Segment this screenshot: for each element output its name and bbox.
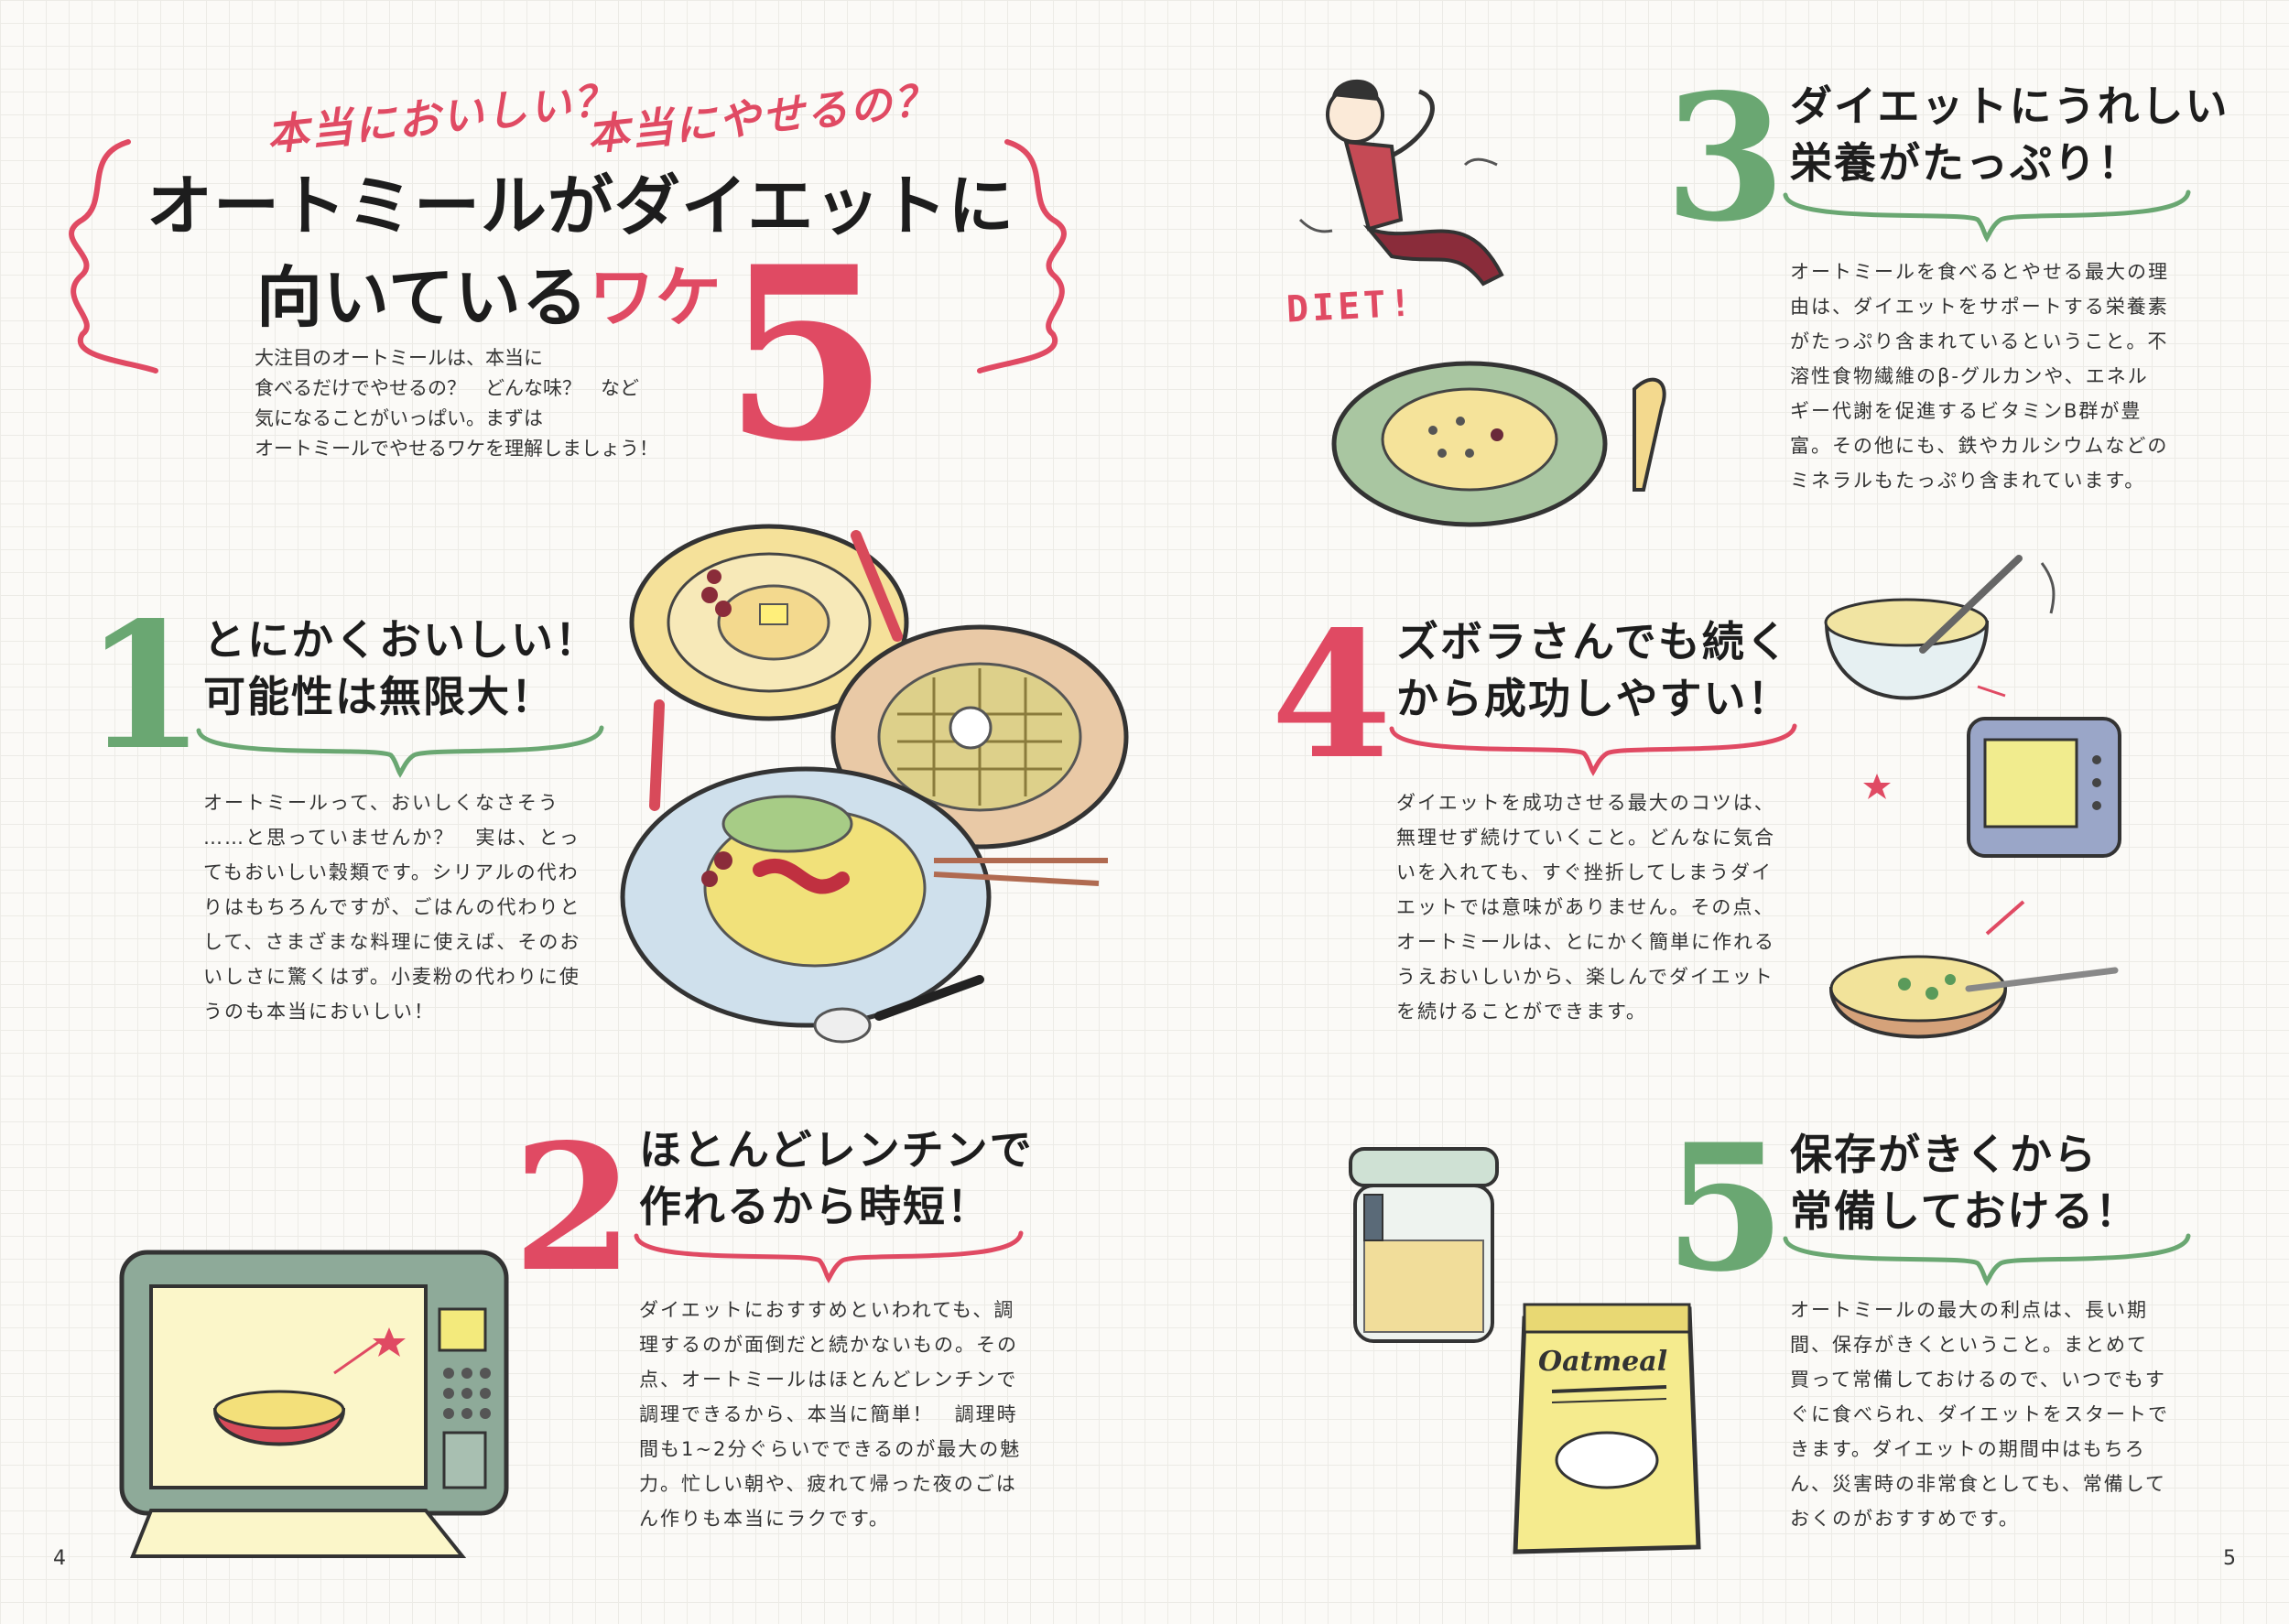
reason-2-heading: ほとんどレンチンで 作れるから時短！ <box>639 1121 1034 1235</box>
reason-3-body-line: ギー代謝を促進するビタミンB群が豊 <box>1790 400 2143 422</box>
reason-4-heading-line: から成功しやすい！ <box>1396 674 1792 723</box>
reason-5-body-line: ぐに食べられ、ダイエットをスタートで <box>1790 1403 2169 1425</box>
reason-4-heading-line: ズボラさんでも続く <box>1396 617 1790 666</box>
reason-2-brace <box>634 1230 1024 1283</box>
reason-2-body-line: 点、オートミールはほとんどレンチンで <box>639 1369 1018 1391</box>
reason-2-body-line: 理するのが面倒だと続かないもの。その <box>639 1334 1018 1356</box>
situp-woman-illustration <box>1298 79 1504 287</box>
page-number-left: 4 <box>53 1547 66 1570</box>
oatmeal-dishes-illustration <box>620 524 1129 1044</box>
reason-1-heading-line: 可能性は無限大！ <box>203 672 555 721</box>
oatmeal-bowl-illustration <box>1331 361 1666 527</box>
title-line-2-accent: ワケ <box>588 259 722 336</box>
reason-2-body: ダイエットにおすすめといわれても、調 理するのが面倒だと続かないもの。その 点、… <box>639 1293 1021 1536</box>
reason-5-brace <box>1783 1233 2191 1286</box>
reason-1-body-line: して、さまざまな料理に使えば、そのお <box>203 931 581 953</box>
reason-5-heading-line: 常備しておける！ <box>1790 1186 2140 1236</box>
reason-3-brace <box>1783 189 2191 243</box>
reason-5-body: オートミールの最大の利点は、長い期 間、保存がきくということ。まとめて 買って常… <box>1790 1293 2169 1536</box>
reason-1-body-line: りはもちろんですが、ごはんの代わりと <box>203 896 581 918</box>
reason-5-body-line: おくのがおすすめです。 <box>1790 1508 2020 1530</box>
storage-jar-illustration <box>1349 1147 1499 1343</box>
reason-2-body-line: 調理できるから、本当に簡単！ 調理時 <box>639 1403 1018 1425</box>
reason-2-body-line: 力。忙しい朝や、疲れて帰った夜のごは <box>639 1473 1017 1495</box>
reason-2-body-line: 間も1~2分ぐらいでできるのが最大の魅 <box>639 1438 1022 1460</box>
reason-5-body-line: 買って常備しておけるので、いつでもす <box>1790 1369 2166 1391</box>
title-bracket-right <box>977 139 1067 374</box>
reason-4-body-line: ダイエットを成功させる最大のコツは、 <box>1396 792 1775 814</box>
kicker-slim: 本当にやせるの？ <box>584 74 940 160</box>
reason-4-body-line: オートミールは、とにかく簡単に作れる <box>1396 931 1775 953</box>
reason-4-body-line: いを入れても、すぐ挫折してしまうダイ <box>1396 861 1774 883</box>
intro-text: 大注目のオートミールは、本当に 食べるだけでやせるの？ どんな味？ など 気にな… <box>255 343 658 464</box>
reason-5-body-line: ん、災害時の非常食としても、常備して <box>1790 1473 2167 1495</box>
reason-3-heading-line: ダイエットにうれしい <box>1790 81 2229 131</box>
reason-5-heading: 保存がきくから 常備しておける！ <box>1790 1126 2139 1240</box>
reason-1-number: 1 <box>84 584 206 788</box>
reason-4-body-line: エットでは意味がありません。その点、 <box>1396 896 1775 918</box>
reason-1-body-line: いしさに驚くはず。小麦粉の代わりに使 <box>203 966 580 988</box>
reason-3-body: オートミールを食べるとやせる最大の理 由は、ダイエットをサポートする栄養素 がた… <box>1790 254 2169 498</box>
reason-1-heading: とにかくおいしい！ 可能性は無限大！ <box>203 612 599 725</box>
reason-5-body-line: きます。ダイエットの期間中はもちろ <box>1790 1438 2146 1460</box>
reason-1-brace <box>196 725 604 778</box>
reason-4-heading: ズボラさんでも続く から成功しやすい！ <box>1396 613 1792 727</box>
reason-2-heading-line: ほとんどレンチンで <box>639 1125 1034 1175</box>
reason-3-body-line: オートミールを食べるとやせる最大の理 <box>1790 261 2169 283</box>
reason-1-body-line: ……と思っていませんか？ 実は、とっ <box>203 827 580 849</box>
reason-3-heading: ダイエットにうれしい 栄養がたっぷり！ <box>1790 78 2229 191</box>
microwave-illustration <box>119 1250 509 1558</box>
intro-line: オートミールでやせるワケを理解しましょう！ <box>255 438 658 460</box>
reason-3-body-line: 溶性食物繊維のβ-グルカンや、エネル <box>1790 365 2149 387</box>
reason-4-brace <box>1389 723 1797 776</box>
reason-3-body-line: 由は、ダイエットをサポートする栄養素 <box>1790 296 2169 318</box>
intro-line: 食べるだけでやせるの？ どんな味？ など <box>255 377 639 399</box>
reason-3-body-line: 富。その他にも、鉄やカルシウムなどの <box>1790 435 2169 457</box>
reason-1-body-line: オートミールって、おいしくなさそう <box>203 792 559 814</box>
reason-5-body-line: オートミールの最大の利点は、長い期 <box>1790 1299 2148 1321</box>
reason-3-body-line: がたっぷり含まれているということ。不 <box>1790 330 2169 352</box>
title-line-2: 向いているワケ <box>256 252 722 343</box>
title-number: 5 <box>723 215 889 494</box>
reason-4-number: 4 <box>1271 593 1393 797</box>
reason-3-number: 3 <box>1665 56 1786 260</box>
diet-label: DIET! <box>1285 282 1416 331</box>
reason-4-body-line: を続けることができます。 <box>1396 1001 1647 1023</box>
reason-1-body: オートミールって、おいしくなさそう ……と思っていませんか？ 実は、とっ てもお… <box>203 785 581 1029</box>
reason-4-body-line: 無理せず続けていくこと。どんなに気合 <box>1396 827 1775 849</box>
title-line-2-main: 向いている <box>256 259 589 336</box>
reason-2-body-line: ダイエットにおすすめといわれても、調 <box>639 1299 1015 1321</box>
reason-4-body-line: うえおいしいから、楽しんでダイエット <box>1396 966 1774 988</box>
cooking-steps-illustration <box>1824 555 2121 1039</box>
intro-line: 気になることがいっぱい。まずは <box>255 407 543 429</box>
reason-3-heading-line: 栄養がたっぷり！ <box>1790 138 2142 188</box>
kicker-tasty: 本当においしい？ <box>264 74 620 160</box>
title-line-1: オートミールがダイエットに <box>146 168 1015 244</box>
reason-1-body-line: てもおいしい穀類です。シリアルの代わ <box>203 861 580 883</box>
oatmeal-bag-label: Oatmeal <box>1538 1346 1668 1378</box>
reason-2-body-line: ん作りも本当にラクです。 <box>639 1508 890 1530</box>
reason-5-heading-line: 保存がきくから <box>1790 1130 2098 1179</box>
reason-2-number: 2 <box>513 1106 635 1310</box>
reason-2-heading-line: 作れるから時短！ <box>639 1182 991 1231</box>
reason-3-body-line: ミネラルもたっぷり含まれています。 <box>1790 470 2146 492</box>
reason-1-body-line: うのも本当においしい！ <box>203 1001 435 1023</box>
reason-5-number: 5 <box>1665 1106 1786 1310</box>
page-number-right: 5 <box>2223 1547 2236 1570</box>
oatmeal-bag-illustration <box>1513 1303 1701 1554</box>
intro-line: 大注目のオートミールは、本当に <box>255 347 543 369</box>
title-bracket-left <box>69 139 158 374</box>
reason-5-body-line: 間、保存がきくということ。まとめて <box>1790 1334 2148 1356</box>
reason-4-body: ダイエットを成功させる最大のコツは、 無理せず続けていくこと。どんなに気合 いを… <box>1396 785 1775 1029</box>
reason-1-heading-line: とにかくおいしい！ <box>203 615 599 665</box>
